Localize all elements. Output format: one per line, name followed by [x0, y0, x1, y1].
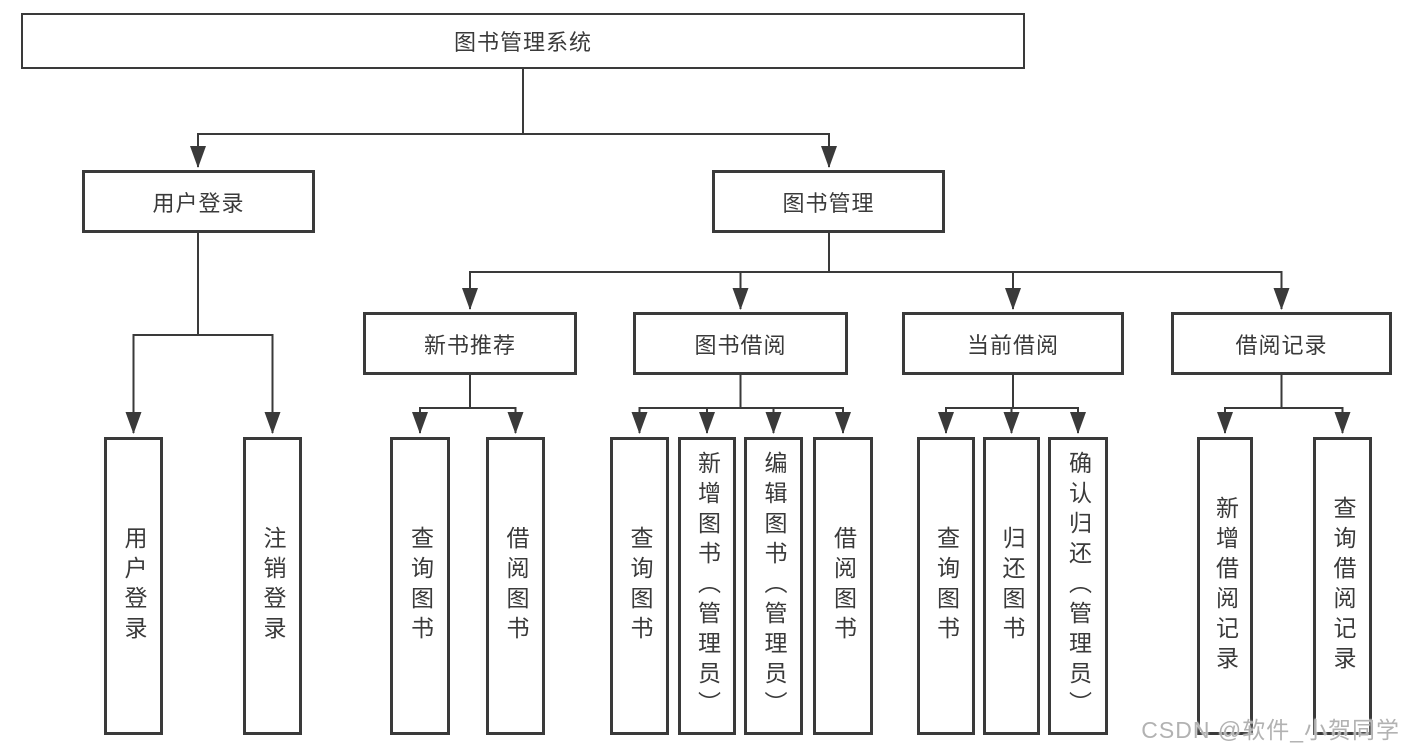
edges-book-borrow-children — [631, 375, 851, 434]
leaf-return-books: 归还图书 — [983, 437, 1040, 735]
node-label: 图书借阅 — [694, 332, 787, 358]
leaf-label: 归还图书 — [999, 526, 1025, 646]
edges-book-mgmt-to-level3 — [462, 233, 1290, 310]
node-label: 图书管理系统 — [453, 30, 592, 55]
leaf-logout-login: 注销登录 — [243, 437, 302, 735]
edges-current-borrow-children — [938, 375, 1086, 434]
node-label: 借阅记录 — [1235, 332, 1328, 358]
leaf-edit-books-admin: 编辑图书（管理员） — [744, 437, 803, 735]
node-label: 用户登录 — [152, 190, 245, 216]
node-label: 新书推荐 — [423, 332, 516, 358]
node-book-borrow: 图书借阅 — [633, 312, 848, 375]
edges-root-to-level2 — [190, 69, 837, 168]
node-label: 当前借阅 — [966, 332, 1059, 358]
leaf-query-books-borrow: 查询图书 — [610, 437, 669, 735]
edges-user-login-children — [125, 233, 281, 434]
leaf-label: 新增图书（管理员） — [694, 451, 721, 721]
leaf-label: 编辑图书（管理员） — [761, 451, 787, 721]
leaf-user-login: 用户登录 — [104, 437, 163, 735]
leaf-confirm-return-admin: 确认归还（管理员） — [1048, 437, 1108, 735]
node-user-login: 用户登录 — [82, 170, 315, 233]
leaf-label: 借阅图书 — [503, 526, 529, 646]
node-library-system-root: 图书管理系统 — [21, 13, 1025, 69]
leaf-query-borrow-record: 查询借阅记录 — [1313, 437, 1372, 735]
edges-new-book-rec-children — [412, 375, 524, 434]
leaf-add-borrow-record: 新增借阅记录 — [1197, 437, 1253, 735]
leaf-add-books-admin: 新增图书（管理员） — [678, 437, 736, 735]
leaf-label: 注销登录 — [260, 526, 286, 646]
leaf-label: 确认归还（管理员） — [1065, 451, 1092, 721]
leaf-borrow-books: 借阅图书 — [813, 437, 873, 735]
node-book-management: 图书管理 — [712, 170, 945, 233]
node-borrow-record: 借阅记录 — [1171, 312, 1392, 375]
leaf-label: 新增借阅记录 — [1212, 496, 1239, 676]
leaf-label: 查询借阅记录 — [1330, 496, 1356, 676]
node-current-borrow: 当前借阅 — [902, 312, 1124, 375]
leaf-borrow-books-recommend: 借阅图书 — [486, 437, 545, 735]
leaf-label: 用户登录 — [121, 526, 147, 646]
leaf-label: 查询图书 — [627, 526, 653, 646]
node-label: 图书管理 — [782, 190, 875, 216]
leaf-label: 查询图书 — [407, 526, 434, 646]
leaf-label: 借阅图书 — [830, 526, 857, 646]
leaf-query-books-current: 查询图书 — [917, 437, 975, 735]
node-new-book-recommend: 新书推荐 — [363, 312, 577, 375]
leaf-label: 查询图书 — [933, 526, 960, 646]
csdn-watermark: CSDN @软件_小贺同学 — [1141, 717, 1400, 743]
edges-borrow-record-children — [1217, 375, 1351, 434]
leaf-query-books-recommend: 查询图书 — [390, 437, 450, 735]
